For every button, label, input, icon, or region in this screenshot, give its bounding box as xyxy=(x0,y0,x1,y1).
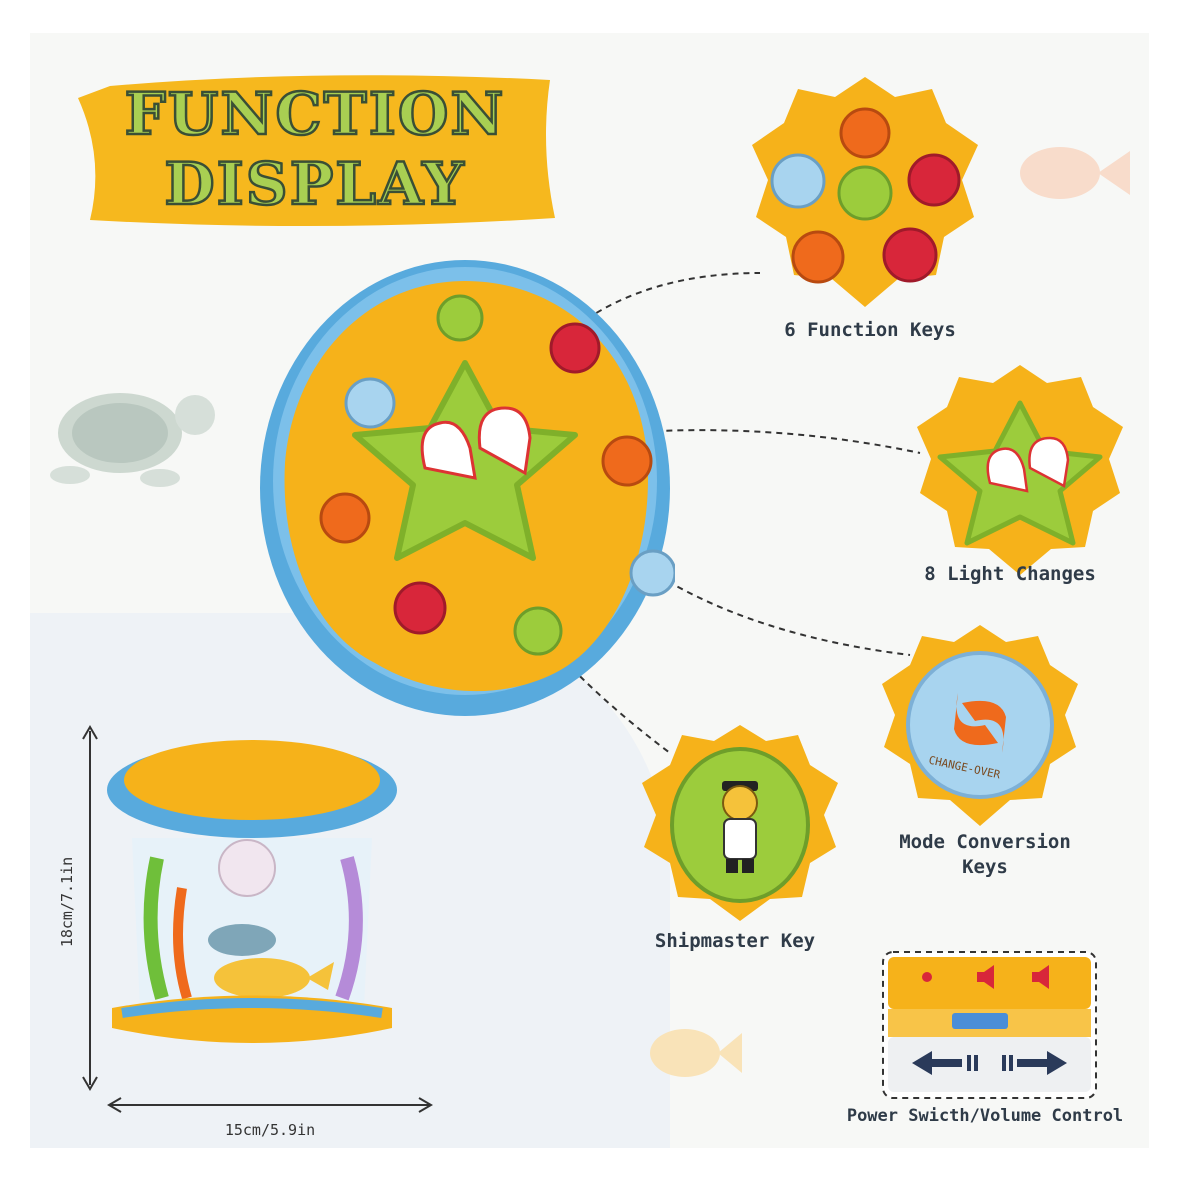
mode-conversion-detail xyxy=(882,625,1078,826)
toy-top-view xyxy=(260,260,675,716)
power-dot-icon xyxy=(922,972,932,982)
tiger-captain-icon xyxy=(722,781,758,873)
banner-title-line1: FUNCTION xyxy=(123,79,506,150)
arrow-right-icon xyxy=(1002,1051,1067,1075)
fish-decoration-icon xyxy=(1020,147,1130,199)
speaker-icon xyxy=(1032,965,1049,989)
shipmaster-key-detail xyxy=(642,725,838,921)
light-changes-label: 8 Light Changes xyxy=(924,563,1096,585)
mode-conversion-label-line2: Keys xyxy=(962,856,1008,878)
speaker-icon xyxy=(977,965,994,989)
hands-icon xyxy=(420,406,532,480)
function-keys-detail xyxy=(752,77,978,307)
banner-shape xyxy=(78,75,555,227)
toy-side-view xyxy=(107,740,397,1043)
power-volume-detail xyxy=(882,951,1097,1099)
change-over-arrows-icon xyxy=(954,693,1006,753)
width-dimension-arrow xyxy=(107,1097,433,1113)
shipmaster-key-label: Shipmaster Key xyxy=(654,930,816,952)
mode-conversion-label-line1: Mode Conversion xyxy=(899,831,1071,853)
banner-title-line2: DISPLAY xyxy=(163,149,466,220)
arrow-left-icon xyxy=(912,1051,978,1075)
width-dimension-label: 15cm/5.9in xyxy=(224,1121,316,1139)
fish-decoration-icon xyxy=(650,1029,742,1077)
turtle-icon xyxy=(50,393,215,487)
height-dimension-label: 18cm/7.1in xyxy=(58,856,76,948)
dolphin-icon xyxy=(214,958,334,998)
turtle-icon xyxy=(208,924,276,956)
function-display-banner: FUNCTION DISPLAY xyxy=(70,68,560,233)
product-canvas: FUNCTION DISPLAY xyxy=(30,33,1149,1148)
function-keys-label: 6 Function Keys xyxy=(784,319,956,341)
power-volume-label: Power Swicth/Volume Control xyxy=(846,1106,1124,1126)
light-changes-detail xyxy=(917,365,1123,575)
height-dimension-arrow xyxy=(82,725,98,1091)
